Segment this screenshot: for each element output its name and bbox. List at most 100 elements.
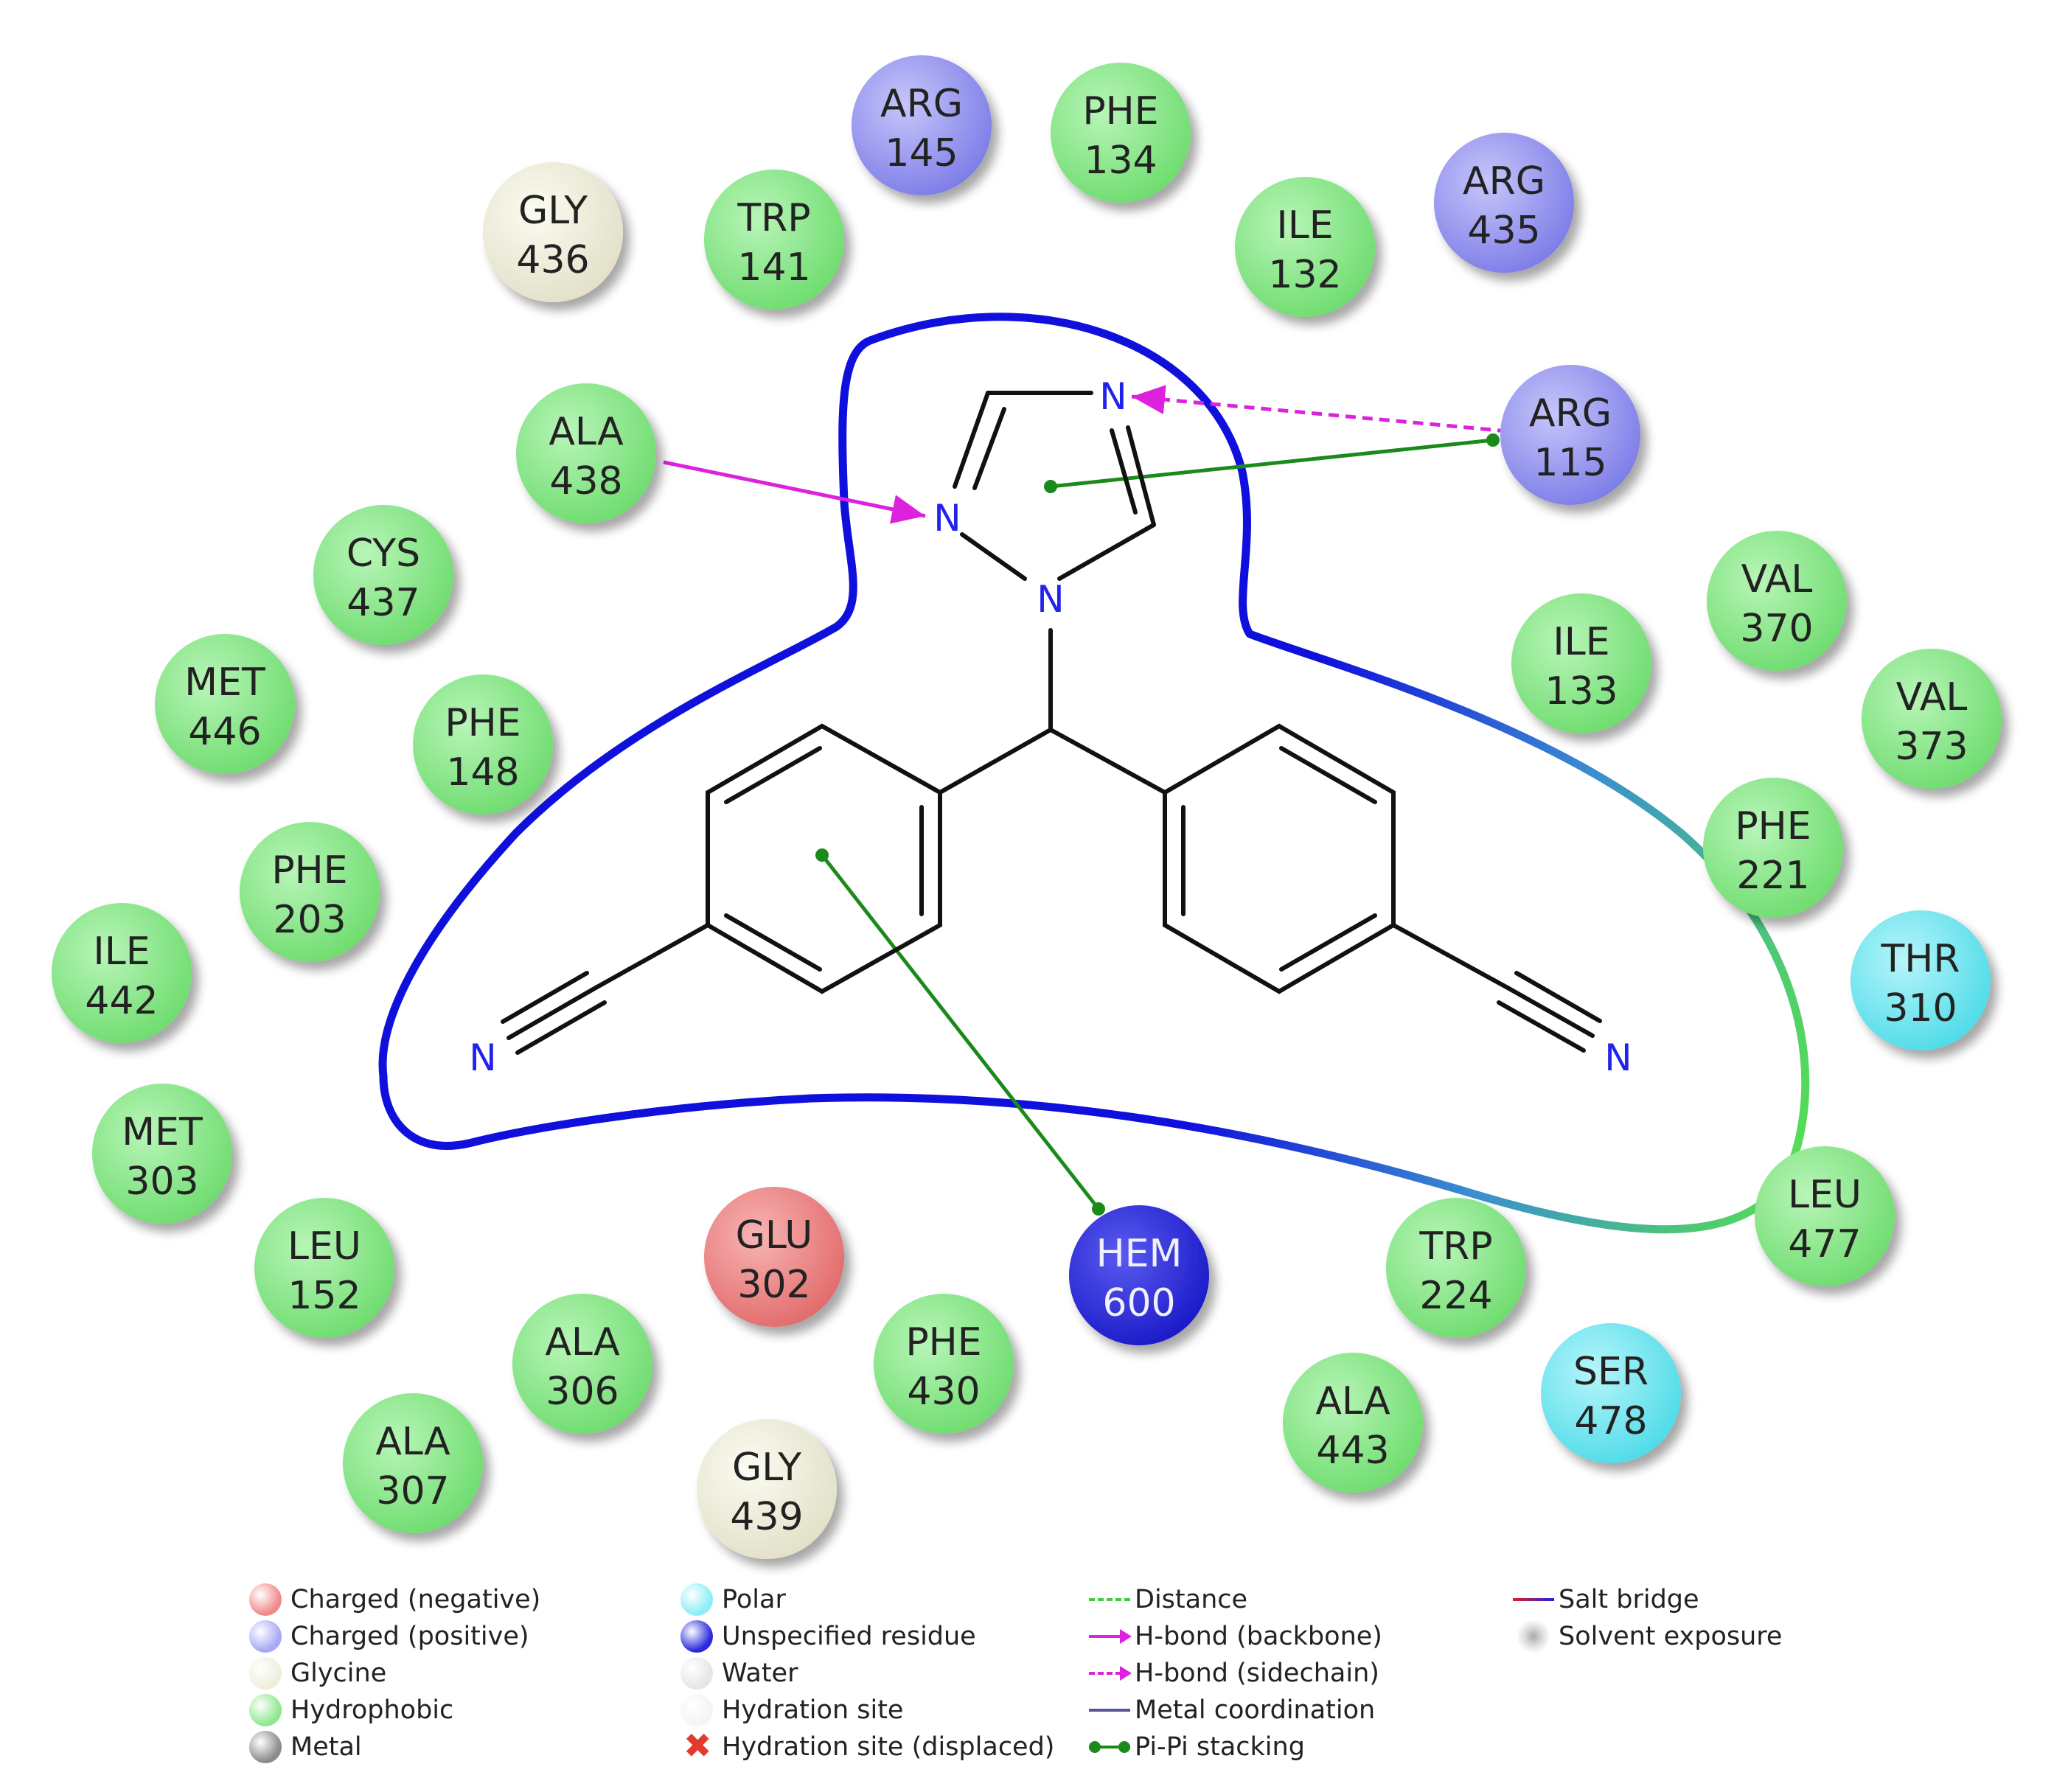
atom-n-bottom: N (1037, 578, 1064, 621)
residue-number: 436 (516, 238, 589, 282)
residue-name: ALA (549, 410, 624, 454)
residue-number: 438 (549, 459, 622, 503)
binding-pocket-outline (378, 313, 1810, 1234)
residue-ball (1862, 649, 2002, 789)
residue-number: 203 (273, 898, 346, 942)
residue-number: 132 (1268, 253, 1341, 297)
pi-pi-endpoint (1486, 433, 1500, 447)
residue-group: ARG145PHE134GLY436TRP141ILE132ARG435ALA4… (52, 55, 2002, 1559)
residue-name: ILE (1276, 203, 1333, 248)
residue-ball (1434, 133, 1574, 273)
residue-ball (413, 674, 553, 815)
residue-number: 443 (1316, 1429, 1389, 1473)
residue-number: 115 (1533, 441, 1606, 485)
residue-number: 310 (1884, 986, 1957, 1031)
residue-name: GLY (518, 189, 588, 233)
residue-ser-478: SER 478 (1541, 1323, 1681, 1463)
residue-phe-430: PHE 430 (874, 1294, 1014, 1434)
residue-number: 145 (885, 131, 958, 175)
residue-ball (1511, 593, 1651, 733)
residue-name: VAL (1741, 557, 1813, 602)
residue-number: 478 (1574, 1399, 1647, 1443)
residue-name: ALA (375, 1420, 450, 1464)
residue-name: PHE (1082, 89, 1158, 133)
residue-number: 442 (85, 979, 158, 1023)
residue-number: 221 (1736, 854, 1809, 898)
residue-number: 430 (907, 1370, 980, 1414)
residue-number: 302 (737, 1263, 810, 1307)
residue-name: ILE (93, 930, 150, 974)
residue-number: 141 (737, 245, 810, 290)
residue-phe-221: PHE 221 (1703, 778, 1843, 918)
residue-ile-132: ILE 132 (1235, 177, 1375, 317)
atom-n-nitrile-left: N (469, 1036, 496, 1079)
residue-name: ALA (545, 1320, 620, 1364)
residue-name: PHE (271, 848, 347, 893)
residue-leu-152: LEU 152 (254, 1198, 394, 1338)
residue-ball (1541, 1323, 1681, 1463)
residue-name: PHE (1735, 804, 1811, 848)
residue-ball (874, 1294, 1014, 1434)
residue-ball (516, 383, 656, 523)
residue-ball (1500, 365, 1640, 505)
atom-n-top: N (1099, 375, 1127, 418)
hbond-backbone-line (663, 460, 926, 524)
residue-gly-436: GLY 436 (483, 162, 623, 302)
residue-ball (704, 170, 844, 310)
residue-ile-442: ILE 442 (52, 903, 192, 1043)
residue-ball (1051, 63, 1191, 203)
residue-number: 152 (288, 1274, 361, 1318)
residue-number: 303 (125, 1160, 198, 1204)
hbond-sidechain-line (1131, 385, 1508, 433)
residue-number: 435 (1467, 209, 1540, 253)
residue-val-373: VAL 373 (1862, 649, 2002, 789)
atom-n-nitrile-right: N (1604, 1036, 1632, 1079)
residue-phe-203: PHE 203 (240, 822, 380, 962)
residue-ball (155, 634, 295, 774)
residue-ball (512, 1294, 652, 1434)
residue-number: 306 (546, 1370, 619, 1414)
residue-phe-134: PHE 134 (1051, 63, 1191, 203)
residue-name: TRP (737, 196, 810, 240)
residue-name: ARG (1463, 159, 1545, 203)
residue-ball (1703, 778, 1843, 918)
residue-name: PHE (905, 1320, 981, 1364)
residue-number: 134 (1084, 139, 1157, 183)
residue-number: 446 (188, 710, 261, 754)
pi-pi-endpoint (815, 848, 829, 862)
residue-number: 600 (1102, 1281, 1175, 1325)
residue-ball (240, 822, 380, 962)
residue-name: VAL (1896, 675, 1968, 719)
residue-name: ILE (1553, 620, 1609, 664)
residue-number: 373 (1895, 725, 1968, 769)
residue-arg-115: ARG 115 (1500, 365, 1640, 505)
residue-number: 477 (1788, 1222, 1861, 1266)
residue-name: CYS (347, 531, 420, 576)
residue-met-446: MET 446 (155, 634, 295, 774)
residue-name: ARG (1529, 391, 1612, 436)
residue-cys-437: CYS 437 (313, 505, 453, 645)
pi-pi-stacking-line-2 (821, 854, 1100, 1210)
residue-ball (704, 1187, 844, 1327)
residue-name: MET (184, 660, 265, 705)
residue-name: LEU (288, 1224, 361, 1269)
residue-ball (1851, 910, 1991, 1050)
residue-ball (697, 1419, 837, 1559)
residue-trp-141: TRP 141 (704, 170, 844, 310)
pi-pi-endpoint (1092, 1202, 1105, 1216)
residue-number: 437 (347, 581, 419, 625)
residue-number: 439 (730, 1495, 803, 1539)
residue-name: SER (1573, 1350, 1649, 1394)
residue-ball (1707, 531, 1847, 671)
